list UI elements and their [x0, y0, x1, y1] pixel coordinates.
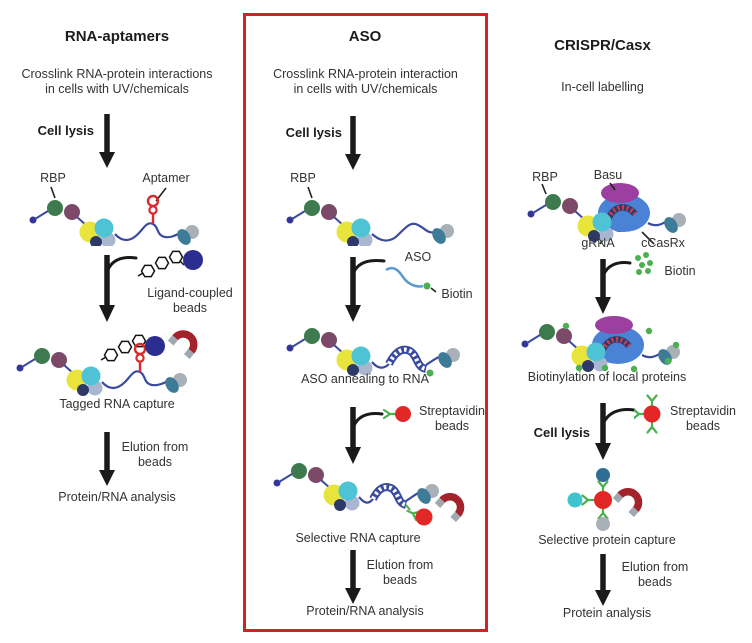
aso-annealed-diagram	[285, 327, 460, 377]
biotin-dot	[423, 282, 431, 290]
step-elution-1: Elution from beads	[121, 440, 189, 469]
step-cell-lysis-2: Cell lysis	[285, 125, 342, 140]
down-arrow-icon	[345, 116, 361, 170]
selective-protein-capture-diagram	[567, 468, 666, 531]
label-biotin-2: Biotin	[441, 287, 473, 301]
step-elution-3: Elution from beads	[621, 560, 689, 589]
captured-protein	[596, 468, 610, 482]
streptavidin-bead-icon	[634, 394, 661, 434]
caption-annealing: ASO annealing to RNA	[301, 372, 429, 386]
branched-arrow-icon	[345, 257, 386, 322]
caption-tagged-capture: Tagged RNA capture	[59, 397, 175, 411]
label-streptavidin-2: Streptavidin beads	[418, 404, 485, 433]
rna-protein-complex-diagram	[285, 186, 454, 246]
branched-arrow-icon	[595, 403, 636, 460]
magnet-icon	[616, 487, 643, 514]
caption-biotinylation: Biotinylation of local proteins	[527, 370, 687, 384]
selective-rna-capture-diagram	[272, 462, 485, 526]
biotin-dots	[635, 252, 653, 275]
down-arrow-icon	[595, 554, 611, 606]
streptavidin-bead	[415, 508, 433, 526]
magnet-icon	[171, 330, 198, 357]
ligand-bead	[145, 336, 165, 356]
label-rbp-2: RBP	[290, 171, 316, 185]
rna-protein-complex-aptamer-diagram	[28, 186, 199, 246]
step-cell-lysis-3: Cell lysis	[533, 425, 590, 440]
label-aptamer: Aptamer	[142, 171, 190, 185]
down-arrow-icon	[99, 432, 115, 486]
subtitle-crispr: In-cell labelling	[561, 80, 644, 94]
panel-title-crispr: CRISPR/Casx	[554, 37, 651, 54]
basu-blob	[601, 183, 639, 203]
label-streptavidin-3: Streptavidin beads	[669, 404, 736, 433]
subtitle-aso: Crosslink RNA-protein interaction in cel…	[273, 67, 458, 96]
caption-selective-capture-3: Selective protein capture	[538, 533, 676, 547]
aso-probe-diagram	[385, 266, 437, 293]
crispr-complex-diagram	[526, 182, 686, 245]
label-rbp-3: RBP	[532, 170, 558, 184]
branched-arrow-ligand-icon	[99, 250, 203, 322]
step-cell-lysis-1: Cell lysis	[37, 123, 94, 138]
label-biotin-3: Biotin	[664, 264, 696, 278]
tagged-rna-capture-diagram	[15, 320, 230, 397]
label-grna: gRNA	[581, 236, 615, 250]
caption-analysis-1: Protein/RNA analysis	[58, 490, 176, 504]
down-arrow-icon	[99, 114, 115, 168]
subtitle-rna-aptamers: Crosslink RNA-protein interactions in ce…	[21, 67, 213, 96]
panel-title-aso: ASO	[348, 28, 382, 45]
caption-analysis-3: Protein analysis	[562, 606, 652, 620]
label-ligand-beads: Ligand-coupled beads	[147, 286, 233, 315]
branched-arrow-biotin-icon	[595, 252, 653, 314]
biotin-dot	[426, 369, 434, 377]
captured-protein	[567, 492, 583, 508]
caption-analysis-2: Protein/RNA analysis	[306, 604, 424, 618]
streptavidin-bead	[594, 491, 612, 509]
aso-highlight-box	[243, 13, 488, 632]
captured-protein	[596, 517, 610, 531]
magnet-icon	[438, 492, 465, 519]
step-elution-2: Elution from beads	[366, 558, 434, 587]
biotinylation-diagram	[520, 316, 680, 373]
panel-title-rna-aptamers: RNA-aptamers	[64, 28, 170, 45]
branched-arrow-streptavidin-icon	[345, 406, 411, 464]
label-basu: Basu	[593, 168, 623, 182]
ligand-bead	[183, 250, 203, 270]
biotin-dots	[562, 322, 680, 373]
label-aso: ASO	[404, 250, 432, 264]
down-arrow-icon	[345, 550, 361, 604]
label-ccasrx: cCasRx	[641, 236, 685, 250]
label-rbp-1: RBP	[40, 171, 66, 185]
streptavidin-bead	[395, 406, 411, 422]
caption-selective-capture-2: Selective RNA capture	[295, 531, 421, 545]
